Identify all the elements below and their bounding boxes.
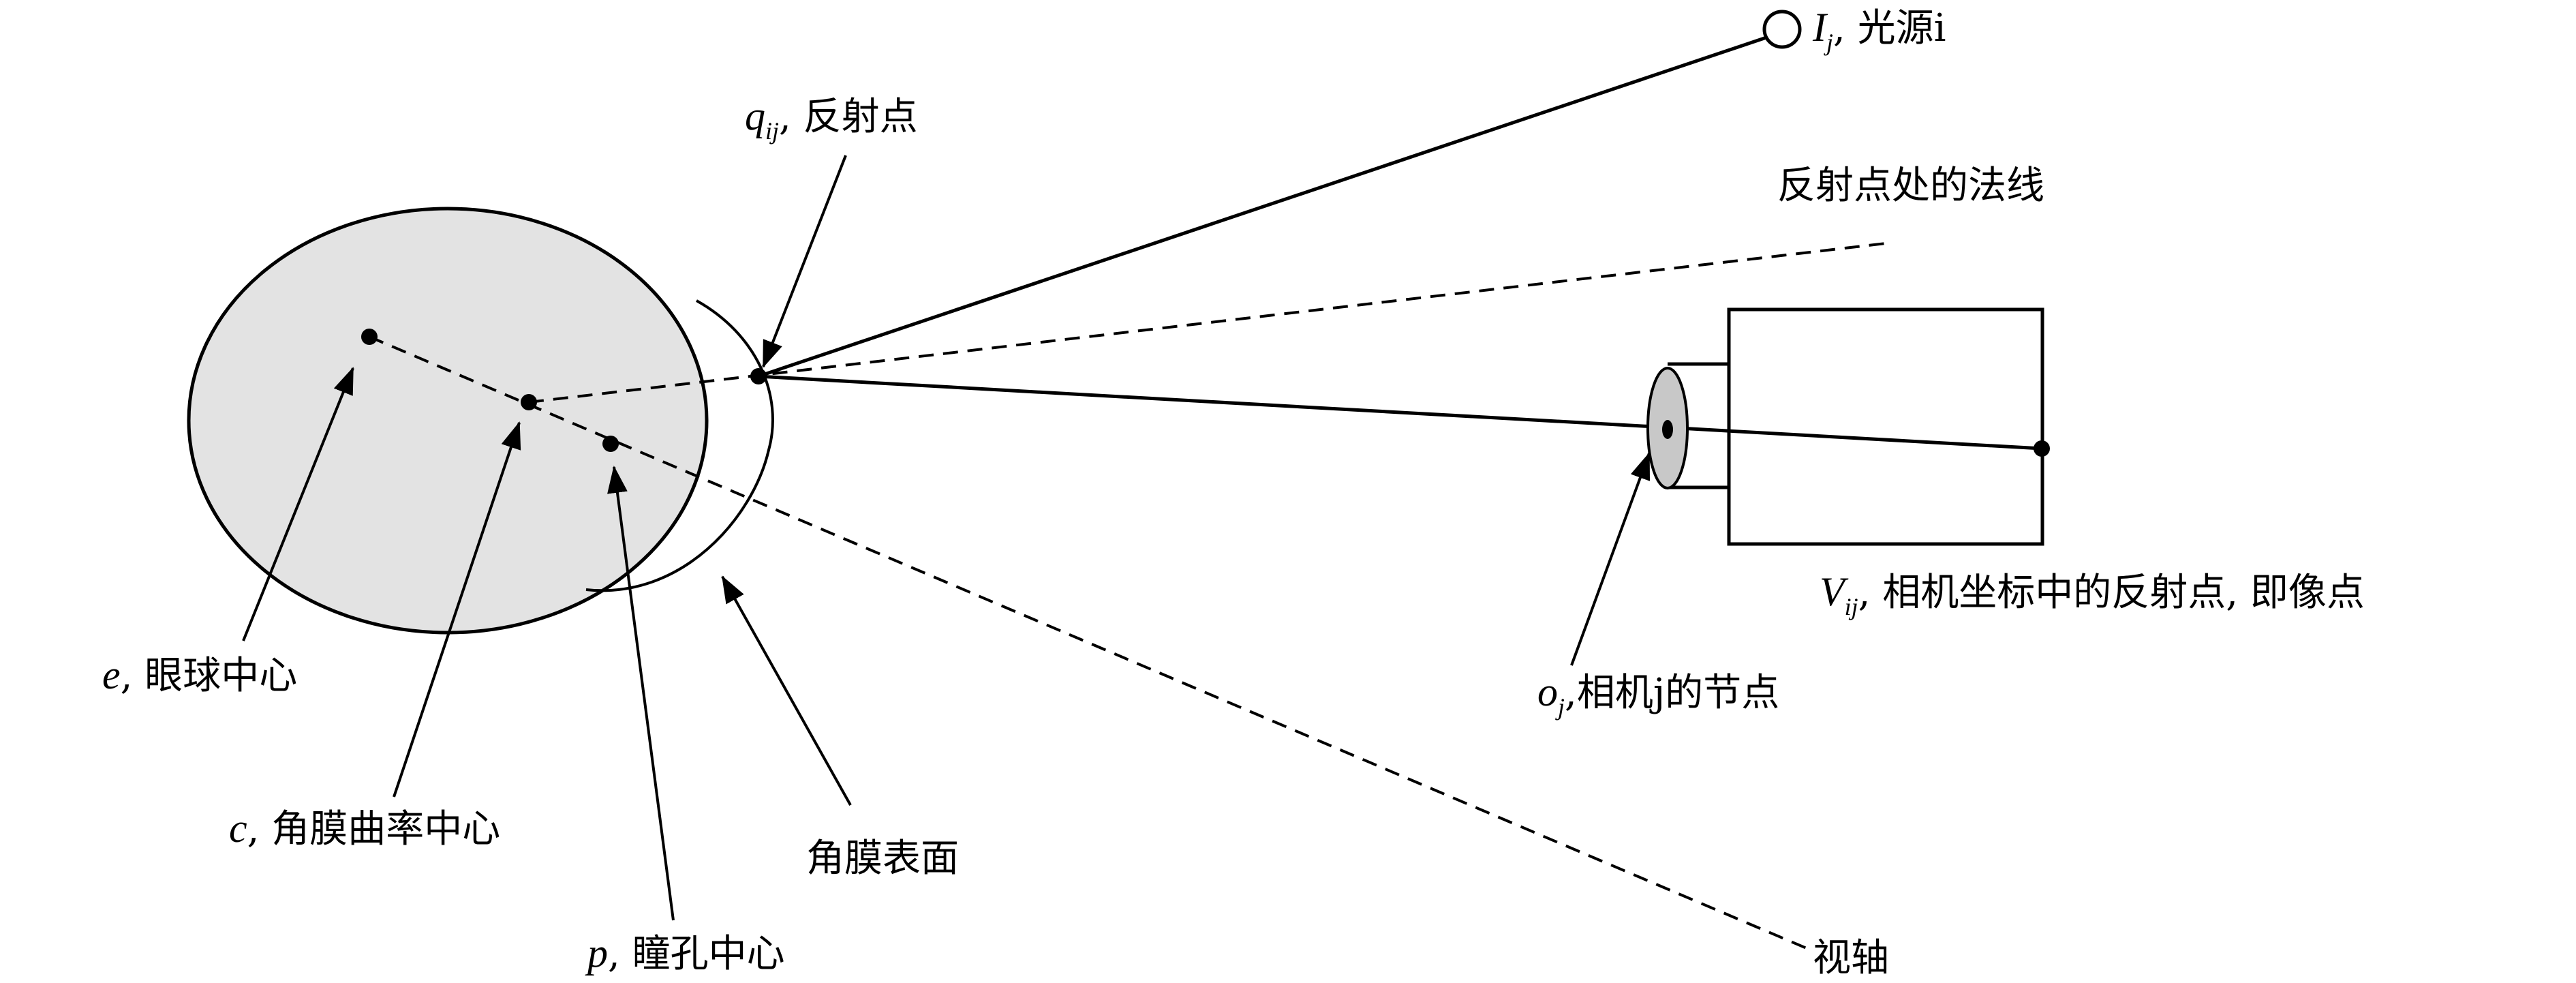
cornea-surface [585, 299, 774, 592]
label-reflection-point: qij, 反射点 [745, 93, 918, 145]
label-visual-axis: 视轴 [1813, 936, 1889, 980]
arrow-pupil-center [607, 466, 675, 921]
reflection-point [750, 368, 767, 384]
camera-node-point [1662, 420, 1673, 439]
camera-body [1727, 307, 2044, 546]
visual-axis-line [369, 335, 1807, 950]
label-cornea-center: c, 角膜曲率中心 [229, 806, 501, 851]
cornea-center-point [521, 394, 537, 410]
arrow-cornea-surface [721, 575, 852, 806]
reflected-ray [758, 374, 2042, 451]
light-source-icon [1762, 10, 1802, 49]
label-pupil-center: p, 瞳孔中心 [587, 931, 785, 976]
arrow-eyeball-center [242, 367, 354, 641]
normal-line [528, 242, 1886, 404]
label-image-point: Vij, 相机坐标中的反射点, 即像点 [1820, 569, 2365, 620]
label-camera-node: oj,相机j的节点 [1537, 669, 1780, 721]
incident-ray [758, 35, 1767, 378]
label-eyeball-center: e, 眼球中心 [102, 652, 298, 698]
pupil-center-point [602, 436, 619, 452]
label-normal: 反射点处的法线 [1777, 164, 2044, 208]
eyeball [187, 207, 709, 635]
arrow-reflection-point [762, 155, 847, 368]
label-light-source: Ij, 光源i [1813, 5, 1946, 56]
image-point [2034, 440, 2050, 457]
eyeball-center-point [361, 329, 378, 345]
label-cornea-surface: 角膜表面 [806, 836, 959, 881]
arrow-camera-node [1570, 452, 1651, 666]
arrow-cornea-center [393, 421, 521, 798]
